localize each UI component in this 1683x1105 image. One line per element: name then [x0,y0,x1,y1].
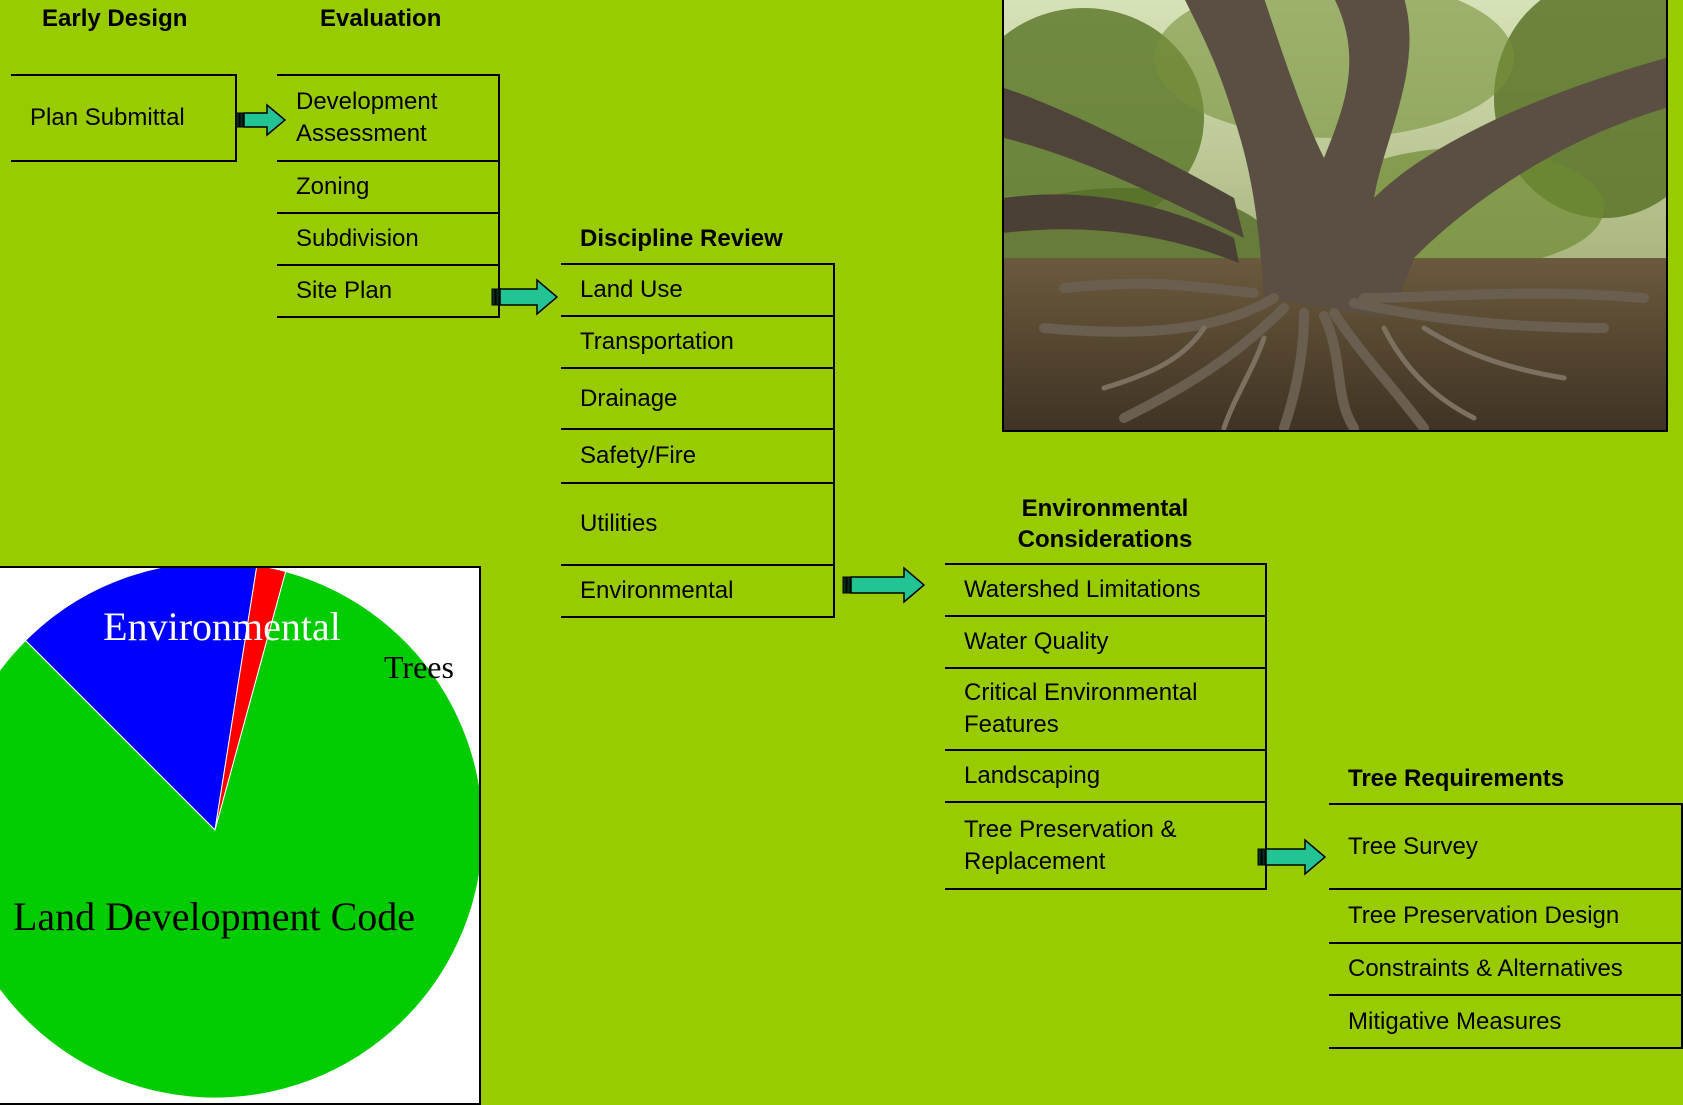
list-item-tree-survey[interactable]: Tree Survey [1329,803,1681,890]
arrow-right-icon [491,278,559,316]
list-item-plan-submittal[interactable]: Plan Submittal [11,74,235,162]
list-item-label: Safety/Fire [580,442,697,469]
pie-label-trees: Trees [384,649,454,685]
pie-label-land-development-code: Land Development Code [13,894,415,939]
list-item-label: Watershed Limitations [964,576,1201,603]
list-item-zoning[interactable]: Zoning [277,162,498,214]
list-item-landscaping[interactable]: Landscaping [945,751,1265,803]
list-item-transportation[interactable]: Transportation [561,317,833,369]
pie-label-environmental: Environmental [103,604,341,649]
arrow-right-icon [842,566,926,604]
list-item-label: Transportation [580,328,734,355]
list-item-utilities[interactable]: Utilities [561,484,833,566]
evaluation-box: Development Assessment Zoning Subdivisio… [277,74,500,318]
list-item-development-assessment[interactable]: Development Assessment [277,74,498,162]
pie-chart-frame: Environmental Trees Land Development Cod… [0,566,481,1105]
discipline-review-box: Land Use Transportation Drainage Safety/… [561,263,835,618]
pie-slice-environmental [24,568,258,832]
heading-discipline-review: Discipline Review [580,225,783,252]
list-item-label: Site Plan [296,277,393,304]
tree-requirements-box: Tree Survey Tree Preservation Design Con… [1329,803,1683,1049]
oak-tree-illustration [1004,0,1666,430]
heading-evaluation: Evaluation [320,5,442,32]
list-item-label: Tree Survey [1348,832,1478,860]
list-item-drainage[interactable]: Drainage [561,369,833,430]
list-item-label: Subdivision [296,225,419,252]
heading-tree-requirements: Tree Requirements [1348,765,1565,792]
list-item-label: Drainage [580,384,678,412]
list-item-tree-preservation-design[interactable]: Tree Preservation Design [1329,890,1681,944]
list-item-label: Zoning [296,173,370,200]
heading-environmental-considerations: Environmental Considerations [1017,495,1193,553]
list-item-label: Tree Preservation Design [1348,902,1620,929]
list-item-constraints-alternatives[interactable]: Constraints & Alternatives [1329,944,1681,996]
list-item-label: Mitigative Measures [1348,1007,1562,1035]
list-item-label: Tree Preservation & Replacement [964,815,1177,875]
list-item-label: Utilities [580,510,658,537]
list-item-label: Development Assessment [296,88,438,147]
list-item-label: Land Use [580,276,683,303]
list-item-label: Plan Submittal [30,104,185,131]
pie-slices [0,568,479,1099]
oak-tree-photo [1002,0,1668,432]
list-item-label: Critical Environmental Features [964,679,1198,738]
list-item-water-quality[interactable]: Water Quality [945,617,1265,669]
arrow-right-icon [235,103,287,137]
list-item-land-use[interactable]: Land Use [561,263,833,317]
arrow-right-icon [1257,838,1327,876]
list-item-mitigative-measures[interactable]: Mitigative Measures [1329,996,1681,1049]
pie-chart: Environmental Trees Land Development Cod… [0,568,479,1099]
list-item-critical-environmental-features[interactable]: Critical Environmental Features [945,669,1265,751]
list-item-label: Water Quality [964,628,1109,655]
pie-slice-land-development-code [0,570,479,1099]
list-item-safety-fire[interactable]: Safety/Fire [561,430,833,484]
list-item-label: Environmental [580,577,734,604]
list-item-label: Landscaping [964,762,1101,789]
list-item-environmental[interactable]: Environmental [561,566,833,618]
list-item-watershed-limitations[interactable]: Watershed Limitations [945,563,1265,617]
list-item-site-plan[interactable]: Site Plan [277,266,498,318]
early-design-box: Plan Submittal [11,74,237,162]
heading-early-design: Early Design [42,5,188,32]
list-item-tree-preservation-replacement[interactable]: Tree Preservation & Replacement [945,803,1265,890]
list-item-label: Constraints & Alternatives [1348,955,1623,982]
list-item-subdivision[interactable]: Subdivision [277,214,498,266]
environmental-considerations-box: Watershed Limitations Water Quality Crit… [945,563,1267,890]
